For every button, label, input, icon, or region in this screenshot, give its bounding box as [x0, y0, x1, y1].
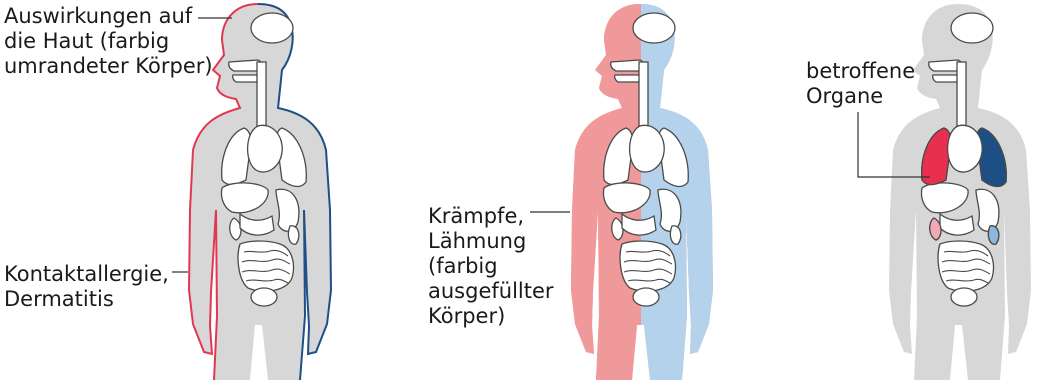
label-skin-effects: Auswirkungen auf die Haut (farbig umrand…: [4, 4, 213, 79]
heart-overlay: [948, 125, 983, 172]
label-cramps-paralysis: Krämpfe, Lähmung (farbig ausgefüllter Kö…: [428, 204, 554, 329]
label-affected-organs: betroffene Organe: [806, 59, 915, 109]
label-contact-allergy: Kontaktallergie, Dermatitis: [4, 262, 169, 312]
kidney-right-highlight: [988, 226, 998, 244]
